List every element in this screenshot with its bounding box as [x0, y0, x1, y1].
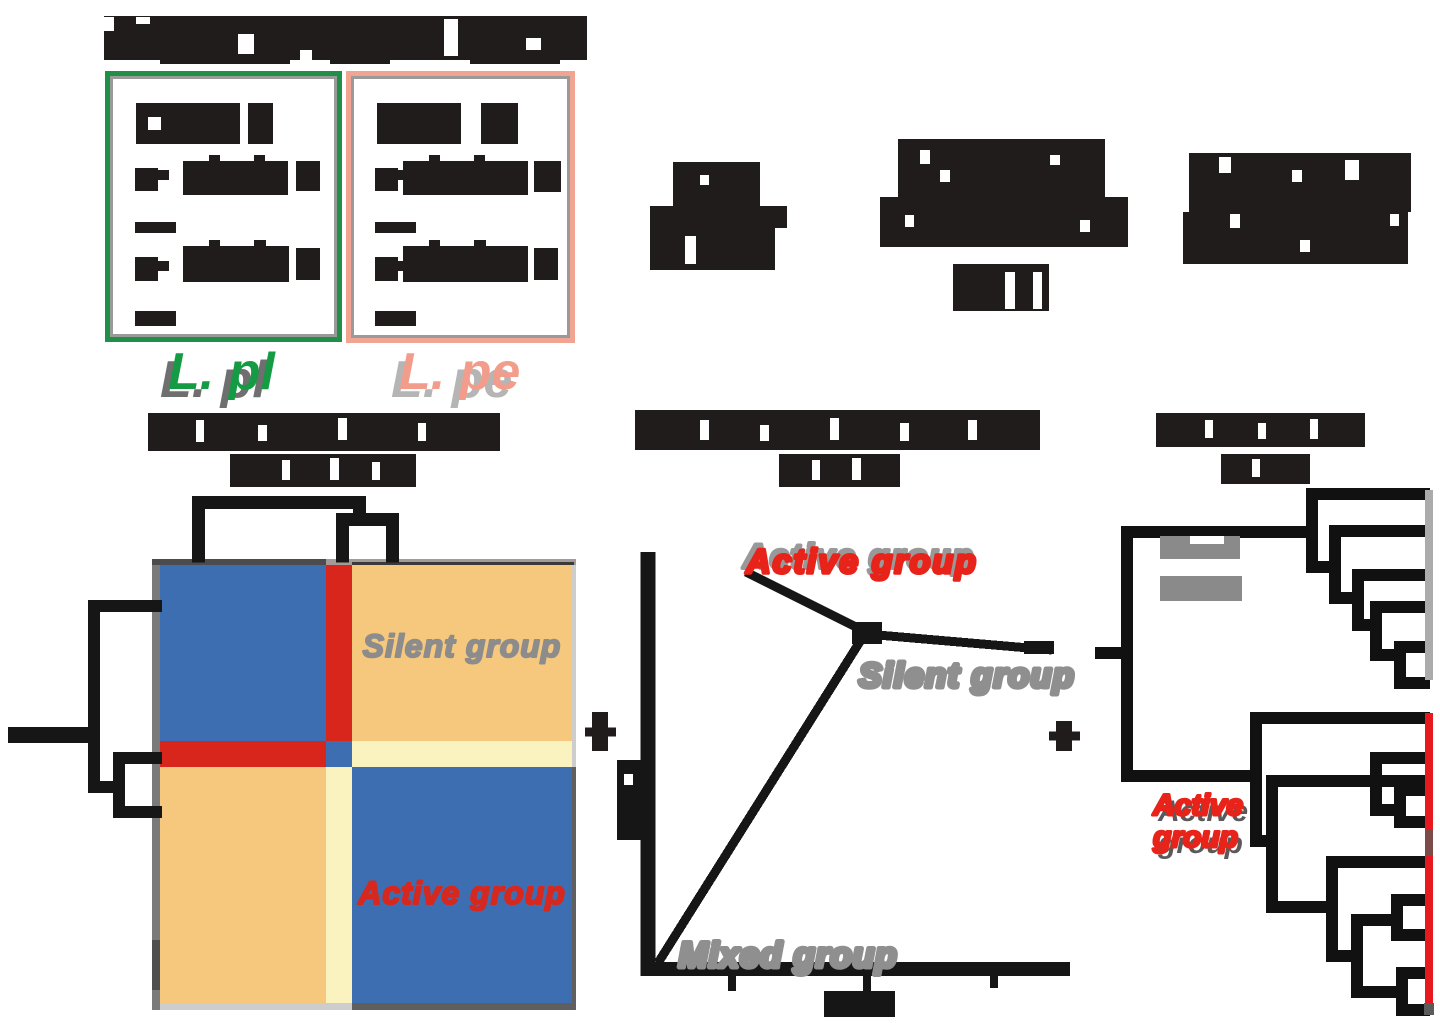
svg-text:Mixed group: Mixed group	[678, 936, 897, 975]
svg-text:L. pe: L. pe	[391, 351, 512, 409]
svg-text:Active group: Active group	[742, 538, 975, 576]
svg-text:L. pe: L. pe	[399, 343, 520, 401]
svg-text:group: group	[1157, 827, 1243, 860]
svg-text:Active: Active	[1157, 795, 1248, 828]
svg-text:group: group	[1152, 821, 1238, 854]
svg-text:Active group: Active group	[357, 875, 566, 911]
svg-text:L. pl: L. pl	[160, 351, 268, 409]
svg-text:Silent group: Silent group	[363, 628, 562, 664]
svg-text:Silent group: Silent group	[859, 657, 1075, 695]
svg-text:Active: Active	[1152, 789, 1243, 822]
svg-text:Active group: Active group	[745, 543, 978, 581]
svg-text:L. pl: L. pl	[168, 343, 276, 401]
